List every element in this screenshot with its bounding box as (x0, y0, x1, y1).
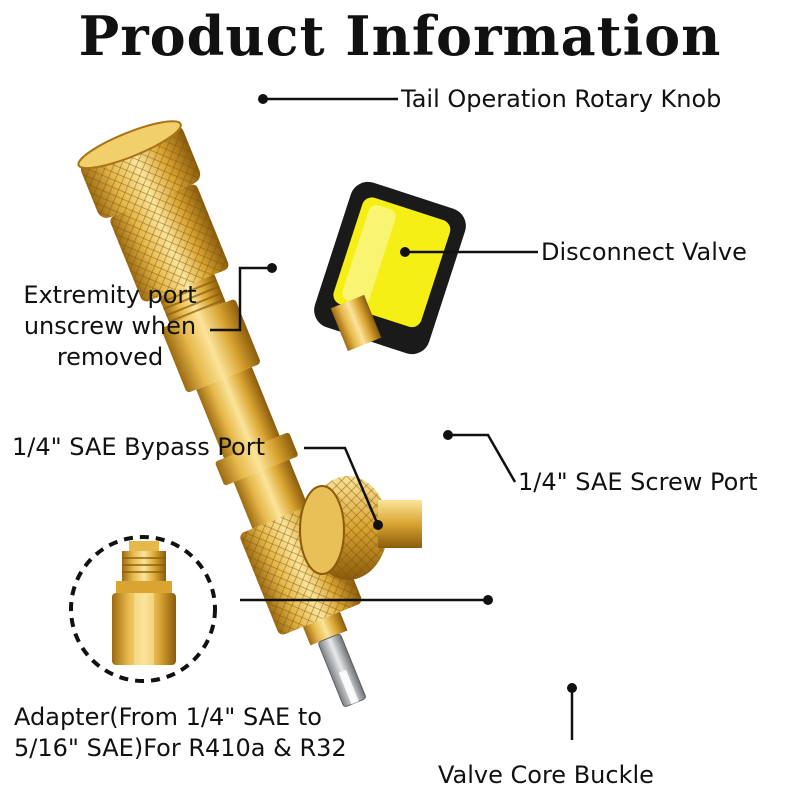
label-bypass-port: 1/4" SAE Bypass Port (12, 433, 266, 461)
bypass-port-knob (299, 476, 422, 580)
adapter-fitting (112, 541, 176, 665)
label-tail-rotary-knob: Tail Operation Rotary Knob (401, 85, 722, 113)
adapter-callout-circle (69, 535, 217, 683)
label-extremity-port-line2: unscrew when (23, 312, 197, 340)
label-extremity-port: Extremity port unscrew when removed (5, 280, 215, 373)
label-disconnect-valve: Disconnect Valve (541, 238, 747, 266)
label-extremity-port-line3: removed (56, 343, 164, 371)
tail-rotary-knob (77, 120, 201, 218)
label-extremity-port-line1: Extremity port (23, 281, 197, 309)
label-adapter-line2: 5/16" SAE)For R410a & R32 (14, 734, 347, 762)
leader-lines (210, 97, 574, 740)
label-valve-core-buckle: Valve Core Buckle (438, 761, 654, 789)
label-adapter: Adapter(From 1/4" SAE to 5/16" SAE)For R… (14, 702, 347, 764)
label-screw-port: 1/4" SAE Screw Port (518, 468, 758, 496)
page-title: Product Information (78, 4, 722, 68)
label-adapter-line1: Adapter(From 1/4" SAE to (14, 703, 322, 731)
disconnect-valve-handle (314, 181, 466, 355)
